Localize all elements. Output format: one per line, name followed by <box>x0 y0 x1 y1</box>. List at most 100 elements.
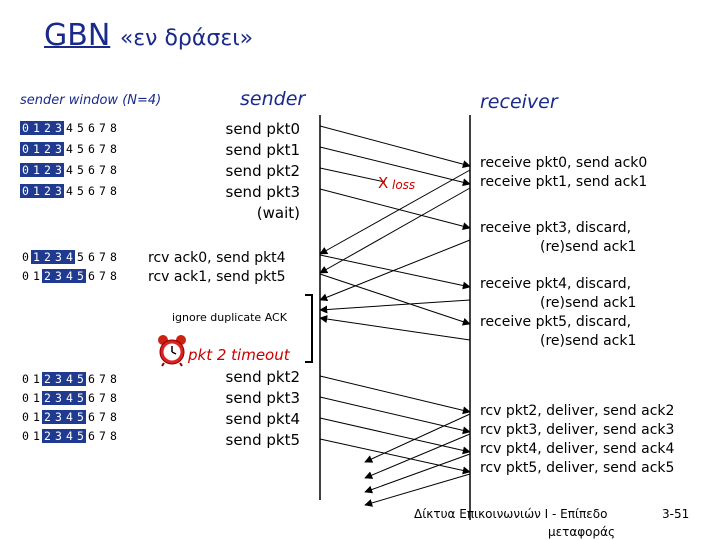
receiver-line: receive pkt1, send ack1 <box>480 174 648 190</box>
loss-mark: X <box>378 174 389 192</box>
sequence-number: 2 <box>42 121 53 135</box>
timeout-label: pkt 2 timeout <box>188 346 290 364</box>
sequence-number: 6 <box>88 184 95 198</box>
footer-course-2: μεταφοράς <box>548 525 616 539</box>
sequence-number: 8 <box>110 184 117 198</box>
sequence-number: 0 <box>22 429 29 443</box>
sequence-number: 0 <box>20 184 31 198</box>
sequence-number: 6 <box>88 163 95 177</box>
sequence-number: 3 <box>53 250 64 264</box>
receiver-line: rcv pkt4, deliver, send ack4 <box>480 441 675 457</box>
sender-line: send pkt0 <box>225 120 300 138</box>
sequence-number: 5 <box>75 269 86 283</box>
sequence-number: 4 <box>64 372 75 386</box>
receiver-line: (re)send ack1 <box>540 295 637 311</box>
sequence-number: 7 <box>99 184 106 198</box>
sender-block-2: rcv ack0, send pkt4 rcv ack1, send pkt5 <box>148 249 286 287</box>
sequence-number: 8 <box>110 410 117 424</box>
pkt-arrow <box>319 273 471 326</box>
sequence-number: 1 <box>33 429 40 443</box>
sequence-number: 4 <box>66 184 73 198</box>
receiver-block-4: rcv pkt2, deliver, send ack2 rcv pkt3, d… <box>480 402 674 478</box>
sequence-number: 4 <box>64 410 75 424</box>
sequence-number: 3 <box>53 142 64 156</box>
sequence-number: 0 <box>22 410 29 424</box>
sequence-number: 6 <box>88 142 95 156</box>
sequence-number: 8 <box>110 269 117 283</box>
sequence-number: 6 <box>88 391 95 405</box>
sequence-number: 1 <box>31 163 42 177</box>
sequence-number: 5 <box>77 250 84 264</box>
sequence-number: 8 <box>110 391 117 405</box>
pkt-arrow <box>319 417 471 455</box>
ack-arrow <box>319 187 471 274</box>
sequence-number: 5 <box>77 163 84 177</box>
sequence-number: 0 <box>22 250 29 264</box>
sequence-number: 5 <box>75 372 86 386</box>
sequence-number: 2 <box>42 410 53 424</box>
title-sub: «εν δράσει» <box>119 26 254 51</box>
sequence-number: 5 <box>75 429 86 443</box>
sequence-number: 7 <box>99 142 106 156</box>
sequence-number: 3 <box>53 269 64 283</box>
sequence-number: 2 <box>42 429 53 443</box>
sequence-number: 8 <box>110 142 117 156</box>
sender-line: rcv ack0, send pkt4 <box>148 250 286 266</box>
sequence-number: 6 <box>88 410 95 424</box>
alarm-clock-icon <box>158 335 186 367</box>
sequence-number: 0 <box>20 121 31 135</box>
sequence-number: 5 <box>75 391 86 405</box>
sender-line: send pkt2 <box>225 368 300 386</box>
sequence-number: 3 <box>53 184 64 198</box>
sequence-number: 0 <box>22 269 29 283</box>
sender-line: rcv ack1, send pkt5 <box>148 269 286 285</box>
receiver-line: rcv pkt5, deliver, send ack5 <box>480 460 675 476</box>
sender-window-label: sender window (N=4) <box>20 93 162 108</box>
receiver-line: rcv pkt3, deliver, send ack3 <box>480 422 675 438</box>
sequence-number: 0 <box>20 142 31 156</box>
sequence-number: 7 <box>99 121 106 135</box>
sender-line: send pkt2 <box>225 162 300 180</box>
ack-arrow <box>319 239 471 302</box>
ack-arrow <box>364 433 471 479</box>
sequence-number: 6 <box>88 121 95 135</box>
receiver-header: receiver <box>480 91 558 113</box>
sequence-number: 7 <box>99 391 106 405</box>
sequence-number: 1 <box>31 184 42 198</box>
receiver-line: receive pkt3, discard, <box>480 220 632 236</box>
sequence-number: 8 <box>110 250 117 264</box>
lost-pkt-arrow <box>319 167 386 183</box>
loss-label: loss <box>392 178 416 192</box>
sender-line: send pkt4 <box>225 410 300 428</box>
receiver-block-3: receive pkt4, discard, (re)send ack1 rec… <box>480 275 636 351</box>
sequence-number: 7 <box>99 410 106 424</box>
sender-line: send pkt1 <box>225 141 300 159</box>
page-number: 3-51 <box>662 507 690 521</box>
receiver-line: receive pkt4, discard, <box>480 276 632 292</box>
sequence-number: 2 <box>42 250 53 264</box>
sequence-number: 1 <box>31 250 42 264</box>
timeout-bracket <box>305 294 313 363</box>
sequence-number: 5 <box>77 121 84 135</box>
sequence-number: 3 <box>53 429 64 443</box>
ack-arrow <box>364 413 471 463</box>
pkt-arrow <box>319 125 471 169</box>
sequence-number: 8 <box>110 121 117 135</box>
sequence-number: 1 <box>33 410 40 424</box>
slide-title: GBN «εν δράσει» <box>44 18 253 53</box>
pkt-arrow <box>319 396 471 435</box>
sequence-number: 4 <box>66 142 73 156</box>
receiver-line: (re)send ack1 <box>540 333 637 349</box>
sequence-number: 4 <box>64 269 75 283</box>
ack-arrow <box>364 473 471 507</box>
sequence-number: 4 <box>64 429 75 443</box>
sequence-number: 3 <box>53 391 64 405</box>
sequence-number: 8 <box>110 163 117 177</box>
